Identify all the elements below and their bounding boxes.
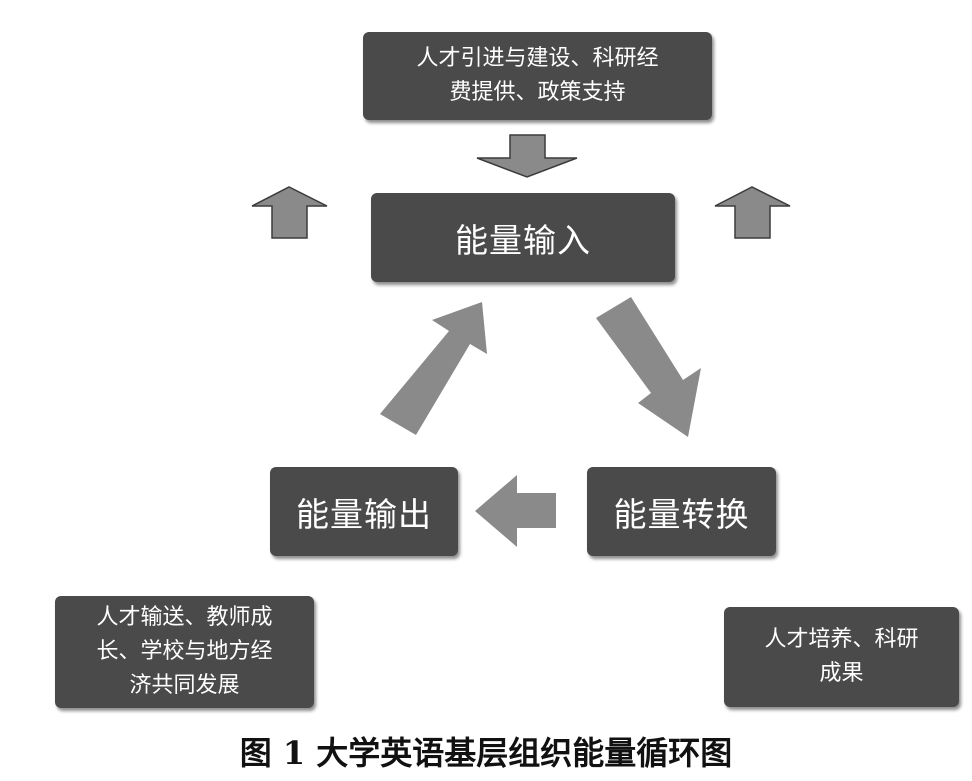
input-note-line-1: 人才引进与建设、科研经: [416, 46, 659, 71]
arrow-diagonal-up-icon: [380, 302, 487, 435]
transform-result-note: 人才培养、科研 成果: [724, 607, 959, 707]
energy-output-label: 能量输出: [296, 494, 432, 534]
arrow-up-left-icon: [251, 186, 328, 239]
figure-caption: 图 1 大学英语基层组织能量循环图: [239, 734, 733, 772]
transform-note-line-1: 人才培养、科研: [764, 627, 919, 652]
input-note-line-2: 费提供、政策支持: [449, 80, 626, 105]
arrow-diagonal-down-icon: [596, 297, 701, 437]
output-result-note: 人才输送、教师成 长、学校与地方经 济共同发展: [55, 596, 314, 708]
energy-input-box: 能量输入: [371, 193, 675, 282]
transform-note-line-2: 成果: [819, 661, 864, 686]
energy-transform-label: 能量转换: [613, 494, 750, 534]
energy-output-box: 能量输出: [270, 467, 458, 556]
output-note-line-3: 济共同发展: [129, 673, 240, 698]
arrow-down-icon: [476, 134, 578, 178]
energy-transform-box: 能量转换: [587, 467, 776, 556]
output-note-line-1: 人才输送、教师成: [96, 605, 273, 630]
input-source-note: 人才引进与建设、科研经 费提供、政策支持: [363, 32, 712, 120]
arrow-left-icon: [475, 475, 556, 547]
energy-input-label: 能量输入: [455, 220, 591, 260]
output-note-line-2: 长、学校与地方经: [96, 639, 273, 664]
arrow-up-right-icon: [714, 186, 791, 239]
